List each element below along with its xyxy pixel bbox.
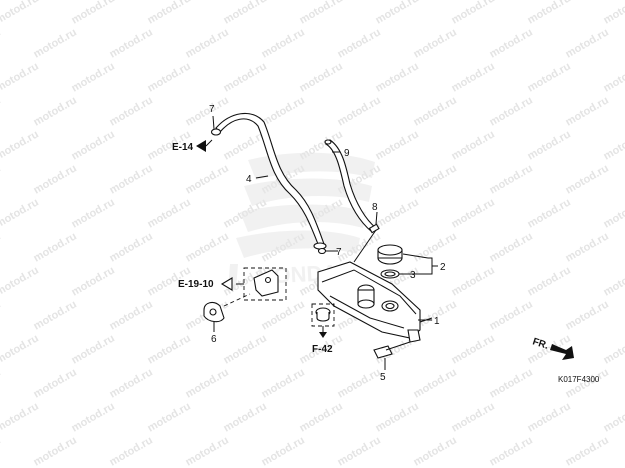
tank-grommet: [311, 303, 335, 338]
front-direction-indicator: FR.: [531, 336, 574, 360]
cap-packing-3: [380, 269, 428, 279]
callout-bracket-2-3: [428, 257, 433, 275]
breather-hose-4: [215, 112, 327, 250]
leader-4: [255, 175, 269, 179]
callout-8: 8: [372, 202, 378, 213]
front-direction-label: FR.: [531, 336, 550, 352]
callout-3: 3: [410, 270, 416, 281]
callout-1: 1: [434, 316, 440, 327]
leader-8-tank: [353, 229, 377, 263]
bracket-assembly: [220, 267, 287, 301]
callout-7-lower: 7: [336, 247, 342, 258]
direction-arrow-icon: [550, 344, 574, 360]
reserve-tank-1: [317, 261, 433, 343]
arrow-left-icon: [220, 277, 233, 291]
callout-9: 9: [344, 148, 350, 159]
hose-clamp-8: [368, 211, 380, 234]
callout-2: 2: [440, 262, 446, 273]
callout-4: 4: [246, 174, 252, 185]
reserve-tank-cap-2: [377, 244, 429, 265]
arrow-down-icon: [319, 332, 327, 338]
reference-e-14[interactable]: E-14: [172, 142, 194, 153]
diagram-code: K017F4300: [558, 375, 600, 384]
reference-f-42[interactable]: F-42: [312, 344, 333, 355]
callout-6: 6: [211, 334, 217, 345]
hose-clip-7-upper: [210, 115, 222, 136]
mounting-bolt-5: [373, 341, 411, 370]
hose-clip-7-lower: [317, 247, 338, 255]
reference-e-19-10[interactable]: E-19-10: [178, 279, 214, 290]
hose-clip-6: [203, 293, 251, 332]
callout-7-upper: 7: [209, 104, 215, 115]
arrow-right-icon: [196, 140, 206, 152]
callout-5: 5: [380, 372, 386, 383]
